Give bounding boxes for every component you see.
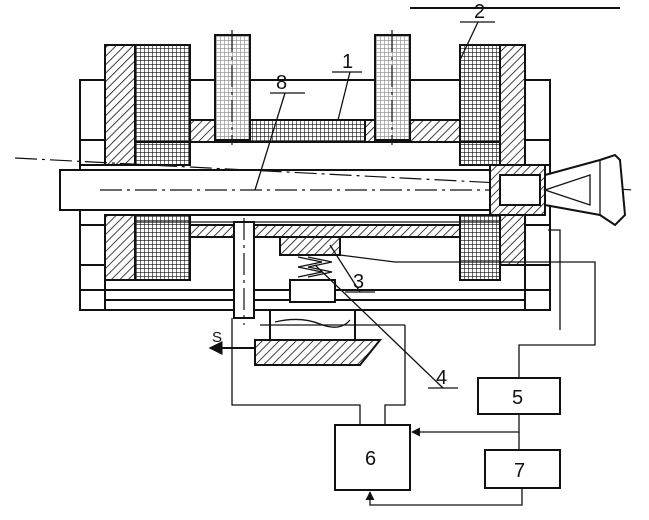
block-6-label: 6 <box>365 448 376 470</box>
feed-label: S <box>212 329 222 346</box>
block-6 <box>334 424 411 491</box>
tool-chuck <box>489 153 627 227</box>
workpiece <box>254 309 383 366</box>
inlet-pipe-right <box>374 30 411 145</box>
label-8: 8 <box>276 72 287 94</box>
label-2: 2 <box>474 1 485 23</box>
label-3: 3 <box>353 271 364 293</box>
block-5-label: 5 <box>512 387 523 409</box>
label-1: 1 <box>342 51 353 73</box>
wiring <box>231 229 596 506</box>
spring-sensor <box>279 236 341 303</box>
block-7-label: 7 <box>514 460 525 482</box>
inlet-pipe-left <box>214 30 251 145</box>
label-4: 4 <box>436 367 447 389</box>
leaders <box>254 21 495 389</box>
